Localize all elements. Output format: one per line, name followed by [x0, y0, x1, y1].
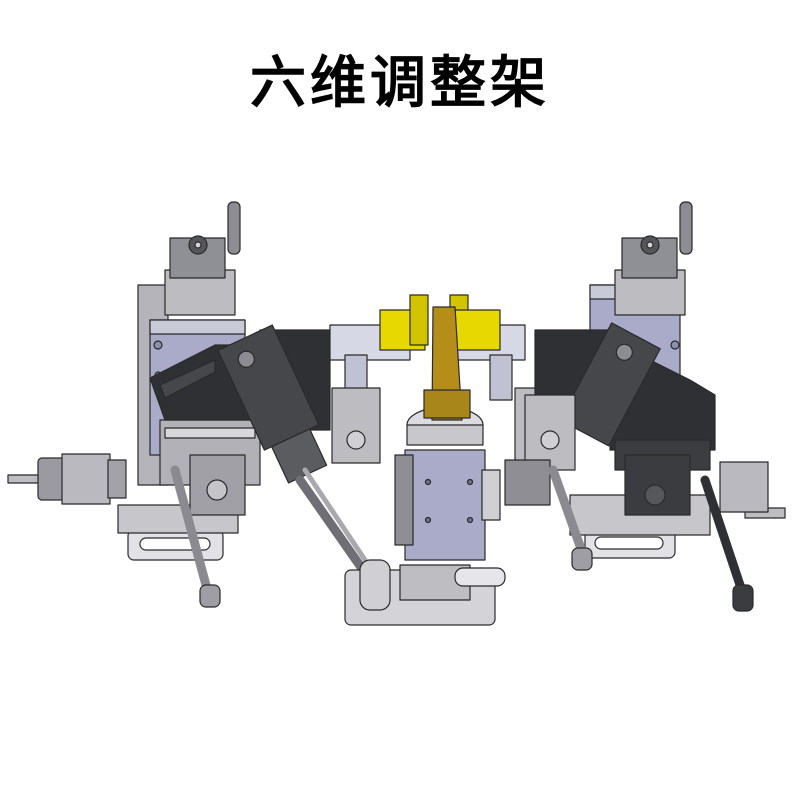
center-stage-module — [329, 294, 564, 626]
right-stage-module — [504, 201, 786, 612]
left-stage-module — [7, 201, 375, 608]
page-title: 六维调整架 — [250, 51, 550, 116]
